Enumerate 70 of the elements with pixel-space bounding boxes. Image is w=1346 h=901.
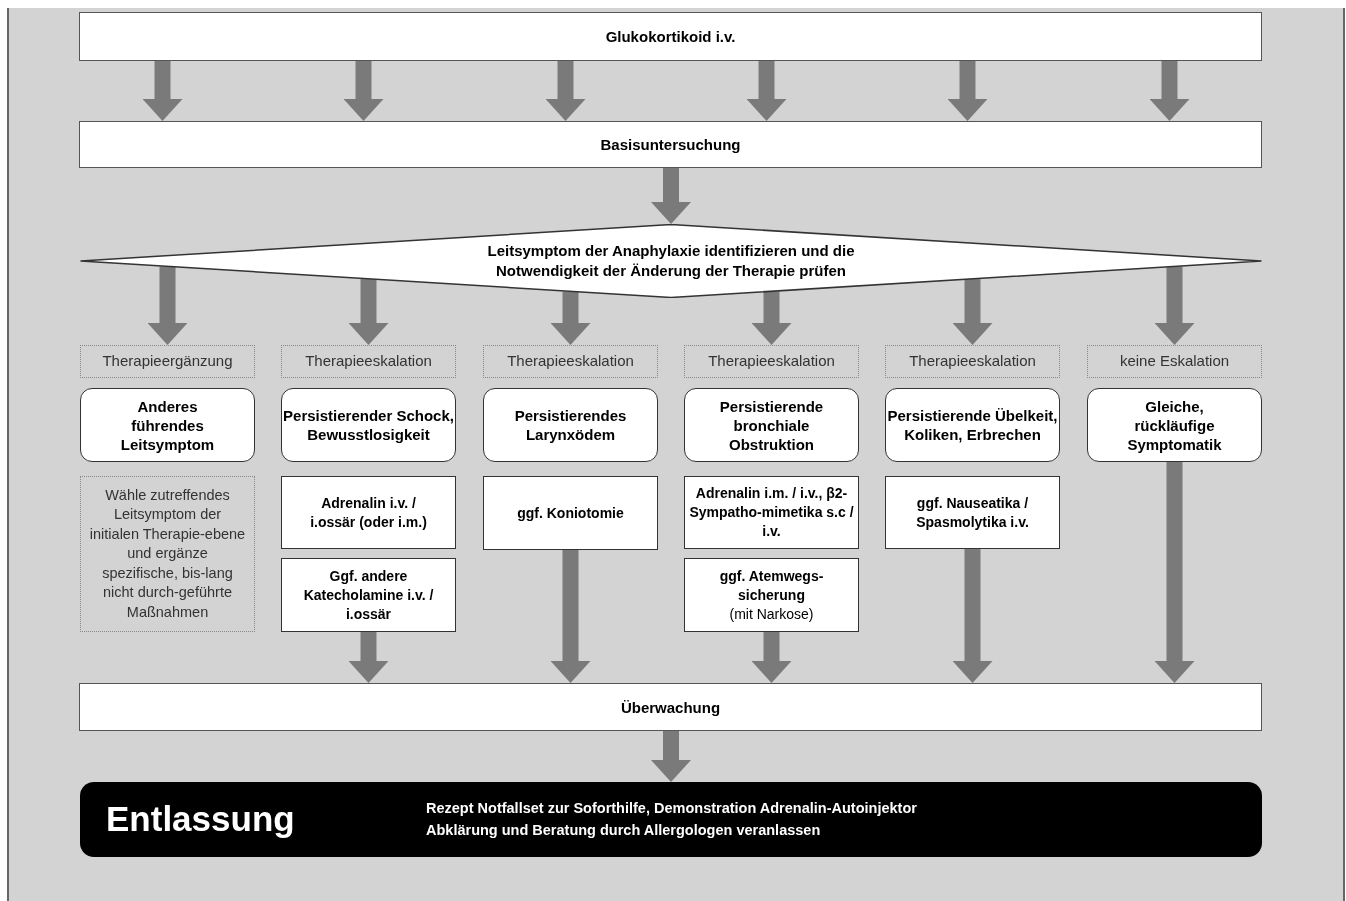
treatment-box — [885, 476, 1060, 549]
decision-hexagon — [80, 224, 1262, 298]
box-text: Glukokortikoid i.v. — [605, 27, 736, 46]
category-label: Therapieeskalation — [909, 351, 1036, 372]
symptom-box — [684, 388, 859, 462]
block-arrow — [947, 61, 988, 121]
box-text: Persistierendes Larynxödem — [513, 406, 628, 444]
discharge-note: Rezept Notfallset zur Soforthilfe, Demonstration Adrenalin-Autoinjektor — [426, 799, 917, 818]
box-text: Leitsymptom der Anaphylaxie identifizieren und die Notwendigkeit der Änderung der Therapie prüfen — [486, 241, 856, 281]
process-box — [79, 683, 1262, 731]
block-arrow — [651, 731, 691, 782]
symptom-box — [80, 388, 255, 462]
block-arrow — [545, 61, 586, 121]
block-arrow — [348, 279, 389, 345]
category-label: keine Eskalation — [1119, 351, 1230, 372]
discharge-bar — [80, 782, 1262, 857]
box-text: ggf. Koniotomie — [517, 503, 624, 523]
box-text: (mit Narkose) — [729, 604, 814, 624]
box-text: Persistierende bronchiale Obstruktion — [718, 396, 825, 454]
treatment-box — [684, 476, 859, 549]
box-text: Persistierender Schock, Bewusstlosigkeit — [282, 406, 455, 444]
block-arrow — [746, 61, 787, 121]
category-label: Therapieergänzung — [102, 351, 233, 372]
block-arrow — [348, 632, 389, 683]
block-arrow — [550, 550, 591, 683]
block-arrow — [751, 291, 792, 345]
box-text: ggf. Nauseatika / Spasmolytika i.v. — [915, 493, 1030, 532]
treatment-box — [483, 476, 658, 550]
treatment-box — [684, 558, 859, 632]
treatment-box — [281, 558, 456, 632]
process-box — [79, 121, 1262, 168]
symptom-box — [483, 388, 658, 462]
box-text: Ggf. andere Katecholamine i.v. / i.ossär — [303, 566, 434, 624]
block-arrow — [343, 61, 384, 121]
block-arrow — [1154, 266, 1195, 345]
box-text: Adrenalin i.v. / i.ossär (oder i.m.) — [309, 493, 428, 532]
symptom-box — [885, 388, 1060, 462]
block-arrow — [952, 549, 993, 683]
category-label-box — [1087, 345, 1262, 378]
box-text: Basisuntersuchung — [600, 135, 741, 154]
category-label-box — [483, 345, 658, 378]
discharge-heading: Entlassung — [106, 798, 296, 841]
block-arrow — [651, 168, 691, 224]
box-text: Persistierende Übelkeit, Koliken, Erbrechen — [886, 406, 1059, 444]
box-text: Gleiche, rückläufige Symptomatik — [1126, 396, 1223, 454]
box-text: Überwachung — [620, 697, 721, 717]
block-arrow — [751, 632, 792, 683]
discharge-note: Abklärung und Beratung durch Allergologen veranlassen — [426, 821, 822, 840]
category-label-box — [684, 345, 859, 378]
category-label-box — [80, 345, 255, 378]
block-arrow — [1154, 462, 1195, 683]
category-label: Therapieeskalation — [708, 351, 835, 372]
block-arrow — [550, 291, 591, 345]
box-text: ggf. Atemwegs-sicherung — [718, 566, 825, 605]
category-label-box — [281, 345, 456, 378]
block-arrow — [952, 279, 993, 345]
block-arrow — [142, 61, 183, 121]
box-text: Anderes führendes Leitsymptom — [119, 396, 216, 454]
symptom-box — [1087, 388, 1262, 462]
box-text: Wähle zutreffendes Leitsymptom der initialen Therapie-ebene und ergänze spezifische, bis-lang nicht durch-geführte Maßnahmen — [88, 485, 247, 622]
box-text: Adrenalin i.m. / i.v., β2-Sympatho-mimetika s.c / i.v. — [688, 484, 855, 541]
block-arrow — [147, 266, 188, 345]
category-label-box — [885, 345, 1060, 378]
symptom-box — [281, 388, 456, 462]
block-arrow — [1149, 61, 1190, 121]
note-box — [80, 476, 255, 632]
category-label: Therapieeskalation — [305, 351, 432, 372]
treatment-box — [281, 476, 456, 549]
process-box — [79, 12, 1262, 61]
category-label: Therapieeskalation — [507, 351, 634, 372]
